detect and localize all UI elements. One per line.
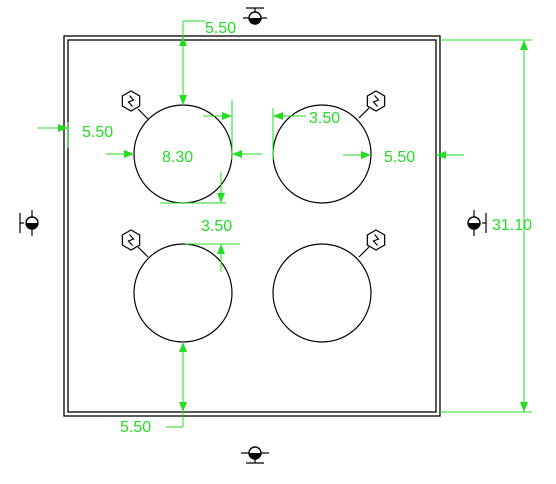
dim-hole-gap-horizontal: 3.50 bbox=[203, 108, 340, 160]
hex-marker-bottom-right bbox=[358, 229, 386, 258]
plate-inner-edge bbox=[67, 39, 437, 413]
dim-hole-diameter: 8.30 bbox=[106, 100, 262, 166]
dim-left-margin: 5.50 bbox=[38, 122, 113, 148]
hexagon-lightning-icon bbox=[121, 229, 141, 251]
datum-target-icon bbox=[248, 446, 262, 460]
datum-target-icon bbox=[25, 216, 39, 230]
dim-right-margin: 5.50 bbox=[343, 149, 464, 166]
datum-top bbox=[243, 7, 267, 25]
dim-right-margin-label: 5.50 bbox=[384, 149, 415, 166]
hole-bottom-right bbox=[272, 243, 372, 343]
dim-bottom-margin: 5.50 bbox=[120, 342, 187, 436]
dim-bottom-margin-label: 5.50 bbox=[120, 419, 151, 436]
datum-bottom bbox=[241, 446, 269, 464]
plate-outer-edge bbox=[63, 35, 441, 417]
dim-left-margin-label: 5.50 bbox=[82, 124, 113, 141]
datum-target-icon bbox=[248, 11, 262, 25]
dim-hole-gap-vertical: 3.50 bbox=[160, 172, 240, 272]
dim-overall-height-label: 31.10 bbox=[492, 217, 532, 234]
hex-marker-bottom-left bbox=[121, 229, 149, 258]
dim-hole-gap-horizontal-label: 3.50 bbox=[309, 110, 340, 127]
hexagon-lightning-icon bbox=[121, 90, 141, 112]
dim-overall-height: 31.10 bbox=[440, 39, 532, 413]
dim-hole-diameter-label: 8.30 bbox=[162, 149, 193, 166]
hexagon-lightning-icon bbox=[366, 229, 386, 251]
datum-target-icon bbox=[467, 216, 481, 230]
hex-marker-top-left bbox=[121, 90, 149, 120]
dim-top-margin-label: 5.50 bbox=[205, 20, 236, 37]
hex-marker-top-right bbox=[358, 90, 386, 119]
hole-bottom-left bbox=[133, 243, 233, 343]
hexagon-lightning-icon bbox=[366, 90, 386, 112]
datum-left bbox=[19, 210, 39, 236]
datum-right bbox=[467, 210, 487, 236]
dim-hole-gap-vertical-label: 3.50 bbox=[201, 218, 232, 235]
dim-top-margin: 5.50 bbox=[179, 20, 236, 105]
